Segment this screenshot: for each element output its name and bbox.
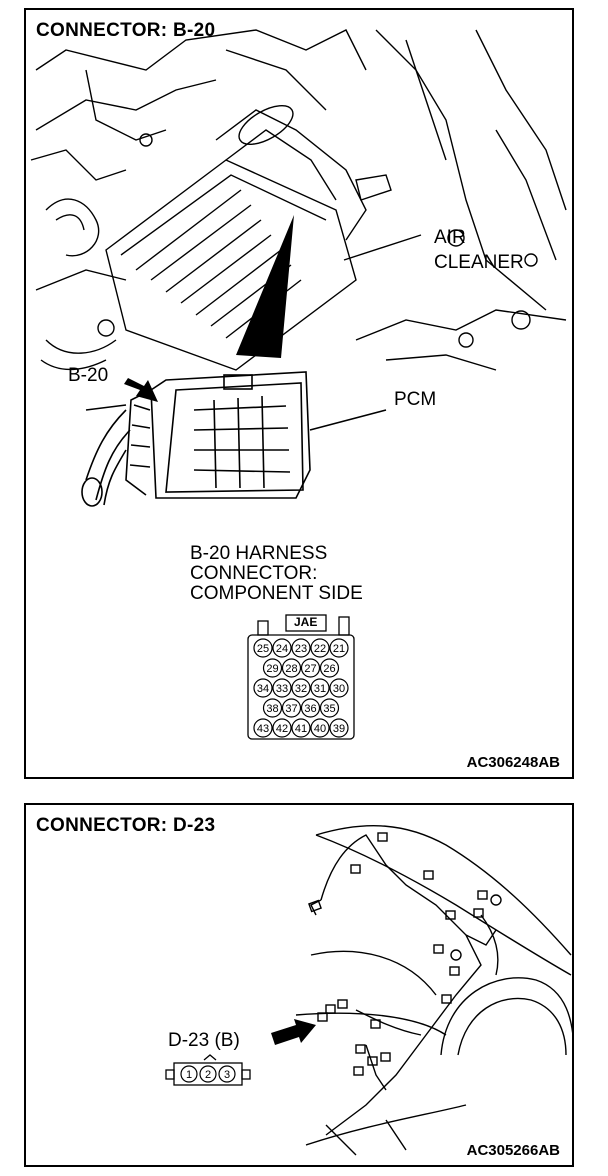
pin-number: 23 <box>295 643 307 655</box>
b20-pin-grid: 25 24 23 22 21 29 28 27 26 34 33 32 31 30 38 37 36 35 43 42… <box>253 638 349 738</box>
pin-cavity <box>310 718 330 738</box>
pin-cavity <box>272 678 292 698</box>
pin-number: 30 <box>333 683 345 695</box>
pin-number: 25 <box>257 643 269 655</box>
harness-label-line1: B-20 HARNESS <box>190 543 328 564</box>
pin-number: 38 <box>266 703 278 715</box>
pin-cavity <box>272 638 292 658</box>
pin-cavity <box>180 1065 198 1083</box>
pin-cavity <box>281 658 302 678</box>
air-cleaner-label-line2: CLEANER <box>434 252 524 273</box>
pin-number: 31 <box>314 683 326 695</box>
pin-number: 28 <box>285 663 297 675</box>
d23-label: D-23 (B) <box>168 1030 240 1051</box>
pin-cavity <box>300 698 321 718</box>
pin-number: 1 <box>186 1069 192 1081</box>
d23-pin-row: 1 2 3 <box>180 1065 236 1083</box>
pin-number: 36 <box>304 703 316 715</box>
pin-number: 2 <box>205 1069 211 1081</box>
pin-number: 24 <box>276 643 288 655</box>
pin-number: 37 <box>285 703 297 715</box>
pin-cavity <box>310 678 330 698</box>
panel-title: CONNECTOR: D-23 <box>36 815 216 836</box>
pin-cavity <box>253 638 273 658</box>
connector-b20-panel: 25 24 23 22 21 29 28 27 26 34 33 32 31 30 38 37 36 35 43 42… <box>24 8 574 779</box>
pin-cavity <box>253 678 273 698</box>
engine-bay-illustration: 25 24 23 22 21 29 28 27 26 34 33 32 31 30 38 37 36 35 43 42… <box>30 29 567 740</box>
pin-number: 3 <box>224 1069 230 1081</box>
pin-cavity <box>291 718 311 738</box>
pin-cavity <box>218 1065 236 1083</box>
jae-label: JAE <box>294 615 318 629</box>
figure-code: AC306248AB <box>466 754 560 771</box>
pin-cavity <box>329 718 349 738</box>
pin-number: 29 <box>266 663 278 675</box>
air-cleaner-label-line1: AIR <box>434 227 466 248</box>
pin-number: 26 <box>323 663 335 675</box>
pin-cavity <box>272 718 292 738</box>
pin-cavity <box>329 638 349 658</box>
pin-cavity <box>329 678 349 698</box>
pin-cavity <box>281 698 302 718</box>
pin-number: 35 <box>323 703 335 715</box>
vehicle-rear-illustration: 1 2 3 <box>165 824 572 1156</box>
pin-cavity <box>199 1065 217 1083</box>
pin-number: 39 <box>333 723 345 735</box>
pin-number: 22 <box>314 643 326 655</box>
pin-cavity <box>300 658 321 678</box>
pcm-label: PCM <box>394 389 437 410</box>
pin-cavity <box>291 678 311 698</box>
pin-number: 41 <box>295 723 307 735</box>
pin-number: 32 <box>295 683 307 695</box>
pin-cavity <box>310 638 330 658</box>
pin-cavity <box>291 638 311 658</box>
pin-cavity <box>253 718 273 738</box>
panel-title: CONNECTOR: B-20 <box>36 20 216 41</box>
pin-cavity <box>319 658 340 678</box>
pin-cavity <box>262 698 283 718</box>
pin-number: 43 <box>257 723 269 735</box>
harness-label-line3: COMPONENT SIDE <box>190 583 363 604</box>
pin-number: 33 <box>276 683 288 695</box>
pin-number: 42 <box>276 723 288 735</box>
harness-label-line2: CONNECTOR: <box>190 563 318 584</box>
pin-number: 34 <box>257 683 269 695</box>
b20-label: B-20 <box>68 365 109 386</box>
pin-number: 21 <box>333 643 345 655</box>
connector-d23-panel: 1 2 3 CONNECTOR: D-23 D-23 (B) AC305266AB <box>24 803 574 1167</box>
pin-number: 40 <box>314 723 326 735</box>
pin-cavity <box>262 658 283 678</box>
pin-number: 27 <box>304 663 316 675</box>
figure-code: AC305266AB <box>466 1142 560 1159</box>
pin-cavity <box>319 698 340 718</box>
